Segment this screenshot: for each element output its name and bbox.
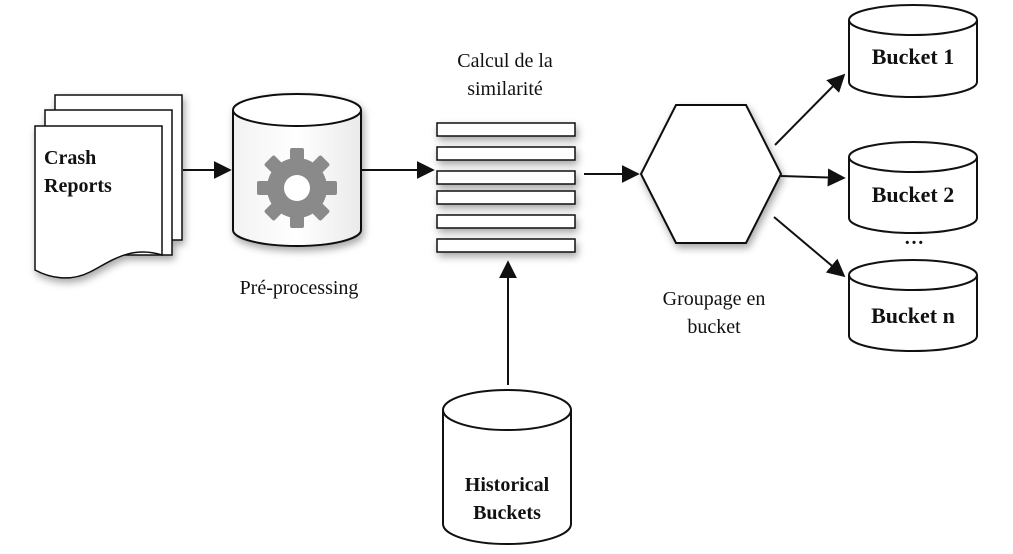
- similarity-bars: [436, 122, 576, 253]
- grouping-hexagon: [639, 104, 783, 244]
- historical-buckets-cylinder: [442, 389, 572, 545]
- similarity-caption-line2: similarité: [467, 78, 543, 100]
- bucket-1-cylinder: [848, 4, 978, 98]
- crash-reports-label-line2: Reports: [44, 175, 112, 197]
- similarity-caption-line1: Calcul de la: [457, 50, 553, 72]
- historical-buckets-label-line1: Historical: [465, 474, 550, 496]
- crash-reports-label-line1: Crash: [44, 147, 96, 169]
- bucket-n-cylinder: [848, 259, 978, 352]
- arrow-grouping-to-bucket-1: [774, 73, 846, 146]
- grouping-caption-line1: Groupage en: [663, 288, 766, 310]
- bucket-1-label: Bucket 1: [872, 44, 955, 69]
- bucket-2-cylinder: [848, 141, 978, 234]
- grouping-caption-line2: bucket: [687, 316, 741, 338]
- historical-buckets-label-line2: Buckets: [473, 502, 541, 524]
- bucket-2-label: Bucket 2: [872, 182, 955, 207]
- bucket-n-label: Bucket n: [871, 303, 955, 328]
- arrow-grouping-to-bucket-2: [780, 168, 846, 187]
- buckets-ellipsis: …: [904, 227, 924, 249]
- preprocessing-caption: Pré-processing: [240, 277, 359, 299]
- gear-icon: [257, 148, 337, 228]
- crash-reports-documents: [34, 94, 183, 279]
- arrow-grouping-to-bucket-n: [773, 216, 846, 278]
